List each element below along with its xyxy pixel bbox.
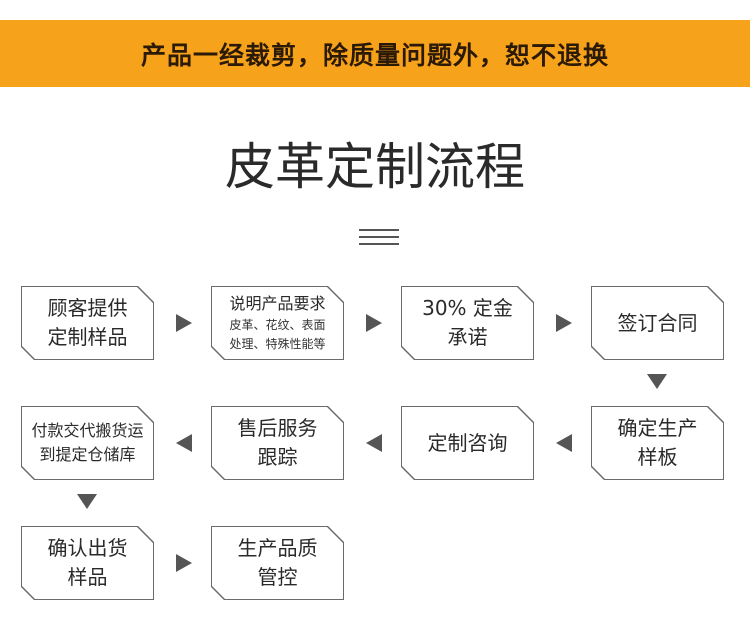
curl-corner-icon (591, 346, 605, 360)
step-label: 到提定仓储库 (39, 445, 136, 464)
fold-corner-icon (517, 286, 534, 303)
step-label: 生产品质 (237, 536, 318, 560)
arrow-right-icon (176, 554, 192, 572)
curl-corner-icon (211, 346, 225, 360)
fold-corner-icon (327, 406, 344, 423)
page-title: 皮革定制流程 (225, 138, 525, 196)
step-production-sample: 确定生产 样板 (591, 406, 724, 480)
fold-corner-icon (137, 406, 154, 423)
step-label: 定制咨询 (427, 430, 508, 455)
notice-banner: 产品一经裁剪，除质量问题外，恕不退换 (0, 20, 750, 87)
step-label: 管控 (257, 565, 298, 589)
arrow-right-icon (366, 314, 382, 332)
step-custom-consult: 定制咨询 (401, 406, 534, 480)
fold-corner-icon (137, 526, 154, 543)
curl-corner-icon (21, 466, 35, 480)
title-divider-line-1 (359, 229, 399, 231)
curl-corner-icon (21, 346, 35, 360)
arrow-down-icon (647, 374, 667, 389)
arrow-left-icon (556, 434, 572, 452)
fold-corner-icon (327, 526, 344, 543)
step-label: 说明产品要求 (229, 293, 326, 313)
arrow-down-icon (77, 494, 97, 509)
curl-corner-icon (21, 586, 35, 600)
step-label: 样板 (637, 445, 678, 469)
step-quality-control: 生产品质 管控 (211, 526, 344, 600)
step-label: 定制样品 (47, 325, 128, 349)
fold-corner-icon (137, 286, 154, 303)
step-sublabel: 处理、特殊性能等 (229, 337, 326, 351)
step-label: 30% 定金 (422, 296, 513, 320)
fold-corner-icon (517, 406, 534, 423)
step-sign-contract: 签订合同 (591, 286, 724, 360)
step-label: 付款交代搬货运 (31, 421, 144, 440)
step-label: 顾客提供 (47, 296, 128, 320)
step-label: 确认出货 (47, 536, 128, 560)
notice-text: 产品一经裁剪，除质量问题外，恕不退换 (140, 40, 609, 70)
curl-corner-icon (211, 466, 225, 480)
fold-corner-icon (707, 286, 724, 303)
step-label: 承诺 (447, 325, 488, 349)
step-sublabel: 皮革、花纹、表面 (229, 317, 326, 332)
curl-corner-icon (591, 466, 605, 480)
step-label: 签订合同 (617, 310, 698, 335)
step-confirm-shipment-sample: 确认出货 样品 (21, 526, 154, 600)
step-payment-shipping: 付款交代搬货运 到提定仓储库 (21, 406, 154, 480)
step-customer-sample: 顾客提供 定制样品 (21, 286, 154, 360)
step-product-requirements: 说明产品要求 皮革、花纹、表面 处理、特殊性能等 (211, 286, 344, 360)
step-label: 跟踪 (257, 445, 298, 469)
arrow-left-icon (366, 434, 382, 452)
step-deposit: 30% 定金 承诺 (401, 286, 534, 360)
arrow-right-icon (556, 314, 572, 332)
arrow-left-icon (176, 434, 192, 452)
curl-corner-icon (401, 466, 415, 480)
step-after-sales: 售后服务 跟踪 (211, 406, 344, 480)
step-label: 样品 (67, 565, 108, 589)
fold-corner-icon (327, 286, 344, 303)
step-label: 售后服务 (237, 416, 318, 440)
fold-corner-icon (707, 406, 724, 423)
step-label: 确定生产 (617, 416, 698, 440)
title-divider-line-3 (359, 243, 399, 245)
curl-corner-icon (401, 346, 415, 360)
title-divider-line-2 (359, 236, 399, 238)
curl-corner-icon (211, 586, 225, 600)
arrow-right-icon (176, 314, 192, 332)
